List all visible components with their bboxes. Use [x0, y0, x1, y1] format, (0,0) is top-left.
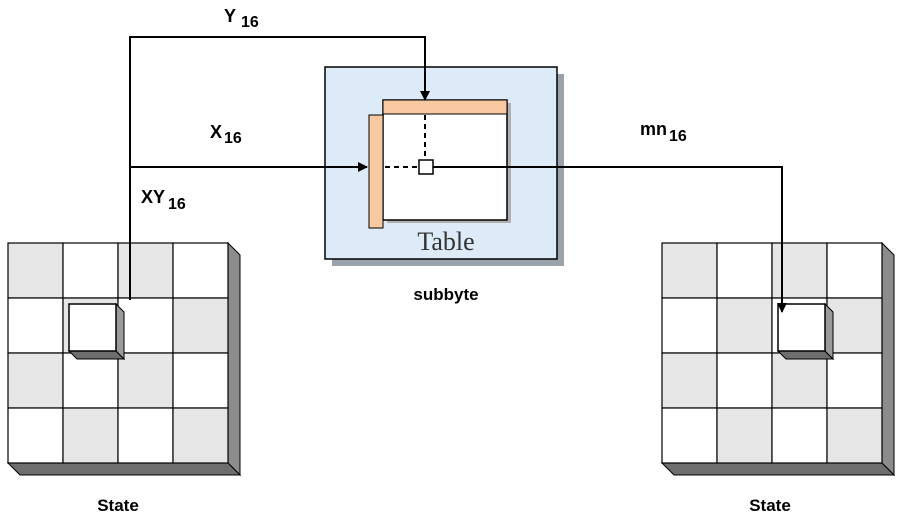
left-grid-cell: [172, 407, 229, 464]
connectors: [129, 36, 787, 313]
right-grid-cell: [771, 407, 828, 464]
right-grid-cell: [661, 297, 718, 354]
left-grid-cell: [117, 297, 174, 354]
right-grid-cell: [661, 242, 718, 299]
left-selected-cell-side: [115, 302, 125, 361]
right-state-grid: [660, 241, 896, 477]
left-grid-cell: [117, 407, 174, 464]
left-grid-cell: [172, 242, 229, 299]
y-connector-arrow: [129, 36, 430, 300]
right-grid-bottom: [660, 462, 896, 476]
left-grid-cell: [172, 297, 229, 354]
right-grid-cell: [771, 352, 828, 409]
left-state-grid: [6, 241, 242, 477]
right-grid-cell: [826, 297, 883, 354]
right-grid-cell: [716, 242, 773, 299]
right-grid-cell: [661, 407, 718, 464]
subbyte-table-box: Table: [324, 66, 564, 266]
left-grid-cell: [117, 352, 174, 409]
left-grid-cell: [7, 352, 64, 409]
right-grid-cell: [716, 352, 773, 409]
right-grid-cell: [661, 352, 718, 409]
right-selected-cell-depth: [776, 350, 835, 360]
right-grid-cell: [826, 352, 883, 409]
subbyte-caption: subbyte: [413, 285, 478, 304]
right-grid-side: [881, 241, 895, 477]
left-selected-cell-depth: [67, 350, 126, 360]
right-state-caption: State: [749, 496, 791, 515]
left-grid-cell: [62, 407, 119, 464]
selected-table-cell: [418, 159, 434, 175]
left-state-caption: State: [97, 496, 139, 515]
right-grid-cell: [716, 297, 773, 354]
right-grid-cell: [826, 242, 883, 299]
mn-connector-arrow: [433, 166, 787, 313]
left-grid-cell: [7, 297, 64, 354]
inner-table: [382, 99, 508, 221]
left-grid-side: [227, 241, 241, 477]
right-grid-cell: [716, 407, 773, 464]
column-highlight-bar: [368, 114, 384, 229]
right-grid-cell: [771, 242, 828, 299]
left-selected-cell: [68, 303, 117, 352]
left-grid-bottom: [6, 462, 242, 476]
left-grid-cell: [7, 242, 64, 299]
table-title: Table: [417, 227, 474, 256]
left-grid-cell: [62, 242, 119, 299]
left-grid-cell: [62, 352, 119, 409]
row-highlight-bar: [382, 99, 508, 115]
left-grid-cell: [7, 407, 64, 464]
right-grid-cell: [826, 407, 883, 464]
right-selected-cell-side: [824, 302, 834, 361]
left-grid-cell: [117, 242, 174, 299]
left-grid-cell: [172, 352, 229, 409]
right-selected-cell: [777, 303, 826, 352]
